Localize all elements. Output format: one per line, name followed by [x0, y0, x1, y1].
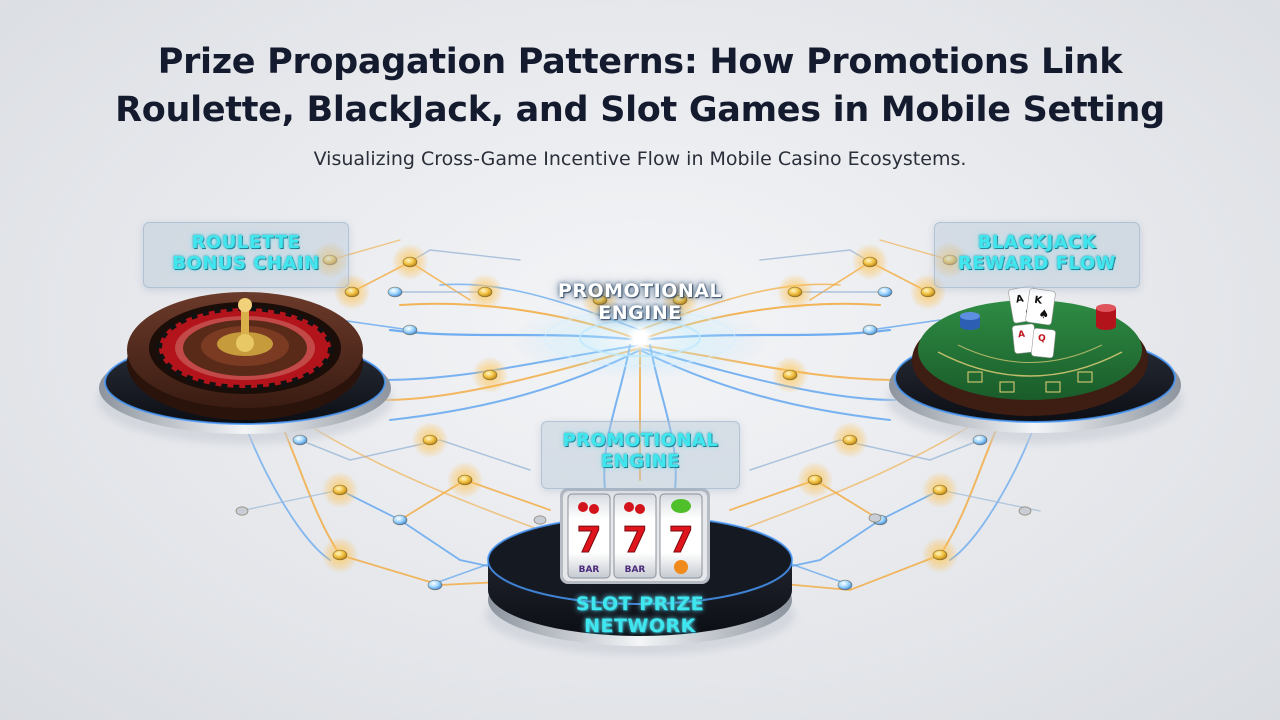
coin-node-icon [235, 506, 249, 516]
svg-text:Q: Q [1037, 333, 1046, 344]
coin-node-icon [972, 434, 988, 446]
coin-node-icon [807, 474, 823, 486]
engine-mid-label-line-1: PROMOTIONAL [562, 430, 719, 451]
blackjack-label-panel: BLACKJACK REWARD FLOW [934, 222, 1140, 288]
page-subtitle: Visualizing Cross-Game Incentive Flow in… [313, 148, 967, 170]
blackjack-label-line-2: REWARD FLOW [958, 252, 1116, 274]
flow-nodes [235, 241, 1032, 591]
page-title-line-2: Roulette, BlackJack, and Slot Games in M… [115, 90, 1165, 130]
svg-text:A: A [1015, 293, 1025, 305]
coin-node-icon [862, 324, 878, 336]
coin-node-icon [482, 369, 498, 381]
roulette-label-line-2: BONUS CHAIN [172, 252, 320, 274]
reel-bar-symbol: BAR [579, 565, 600, 575]
page-title-line-1: Prize Propagation Patterns: How Promotio… [157, 42, 1123, 82]
roulette-label-panel: ROULETTE BONUS CHAIN [143, 222, 349, 288]
coin-node-icon [457, 474, 473, 486]
engine-top-label: PROMOTIONAL ENGINE [530, 280, 750, 325]
reel-seven-symbol: 7 [668, 520, 693, 561]
coin-node-icon [422, 434, 438, 446]
coin-node-icon [332, 549, 348, 561]
coin-node-icon [782, 369, 798, 381]
title-block: Prize Propagation Patterns: How Promotio… [0, 38, 1280, 170]
coin-node-icon [592, 294, 608, 306]
slot-label: SLOT PRIZE NETWORK [540, 593, 740, 638]
svg-text:♠: ♠ [1038, 307, 1051, 322]
coin-node-icon [837, 579, 853, 591]
coin-node-icon [427, 579, 443, 591]
roulette-label-line-1: ROULETTE [191, 232, 301, 253]
coin-node-icon [322, 254, 338, 266]
blackjack-label-line-1: BLACKJACK [977, 232, 1097, 253]
blackjack-table-icon: A ♠ K ♠ A Q [887, 285, 1183, 444]
slot-machine-icon [485, 488, 795, 655]
coin-node-icon [932, 549, 948, 561]
coin-node-icon [868, 513, 882, 523]
coin-node-icon [392, 514, 408, 526]
coin-node-icon [387, 286, 403, 298]
coin-node-icon [402, 256, 418, 268]
coin-node-icon [862, 256, 878, 268]
slot-label-line-2: NETWORK [584, 614, 696, 637]
coin-node-icon [942, 254, 958, 266]
coin-node-icon [672, 294, 688, 306]
coin-node-icon [402, 324, 418, 336]
coin-node-icon [332, 484, 348, 496]
engine-core-glow [510, 300, 770, 380]
engine-top-label-line-1: PROMOTIONAL [557, 280, 723, 302]
coin-node-icon [344, 286, 360, 298]
engine-top-label-line-2: ENGINE [598, 301, 682, 324]
svg-text:A: A [1017, 330, 1025, 341]
coin-node-icon [787, 286, 803, 298]
reel-seven-symbol: 7 [622, 520, 647, 561]
coin-node-icon [920, 286, 936, 298]
slot-label-line-1: SLOT PRIZE [575, 593, 705, 615]
reel-seven-symbol: 7 [576, 520, 601, 561]
coin-node-icon [932, 484, 948, 496]
coin-node-icon [533, 515, 547, 525]
coin-node-icon [877, 286, 893, 298]
coin-node-icon [1018, 506, 1032, 516]
coin-node-icon [842, 434, 858, 446]
page-title: Prize Propagation Patterns: How Promotio… [0, 38, 1280, 134]
engine-mid-label-panel: PROMOTIONAL ENGINE [541, 421, 740, 489]
reel-bar-symbol: BAR [625, 565, 646, 575]
roulette-wheel-icon [97, 292, 393, 444]
svg-text:K: K [1034, 295, 1044, 307]
coin-node-icon [477, 286, 493, 298]
coin-node-icon [292, 434, 308, 446]
engine-mid-label-line-2: ENGINE [600, 450, 681, 472]
